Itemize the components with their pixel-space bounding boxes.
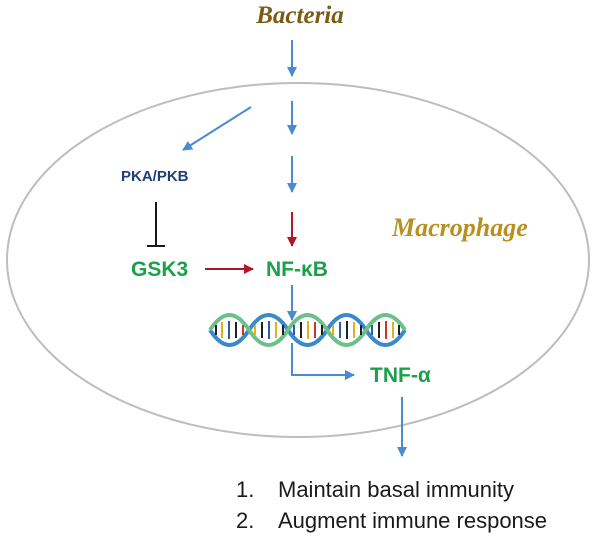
outcome-number: 2.: [236, 508, 255, 533]
macrophage-label: Macrophage: [392, 213, 528, 242]
outcomes-list: 1. Maintain basal immunity 2. Augment immu…: [236, 476, 547, 538]
outcome-text: Maintain basal immunity: [278, 477, 514, 502]
arrow-to-pka-pkb: [182, 106, 252, 151]
outcome-number: 1.: [236, 477, 255, 502]
nf-kb-label: NF-κB: [266, 258, 328, 281]
inhibition-bar-pka-to-gsk3: [147, 202, 165, 247]
dna-to-tnf-alpha-arrow: [291, 343, 355, 380]
outcome-item: 1. Maintain basal immunity: [236, 476, 547, 507]
bacteria-label: Bacteria: [256, 2, 344, 29]
outcome-item: 2. Augment immune response: [236, 507, 547, 538]
outcome-text: Augment immune response: [278, 508, 548, 533]
tnf-alpha-label: TNF-α: [370, 364, 431, 387]
pka-pkb-label: PKA/PKB: [121, 168, 189, 185]
macrophage-cell-outline: [6, 82, 590, 438]
gsk3-label: GSK3: [131, 258, 189, 281]
dna-helix-icon: [208, 313, 407, 347]
